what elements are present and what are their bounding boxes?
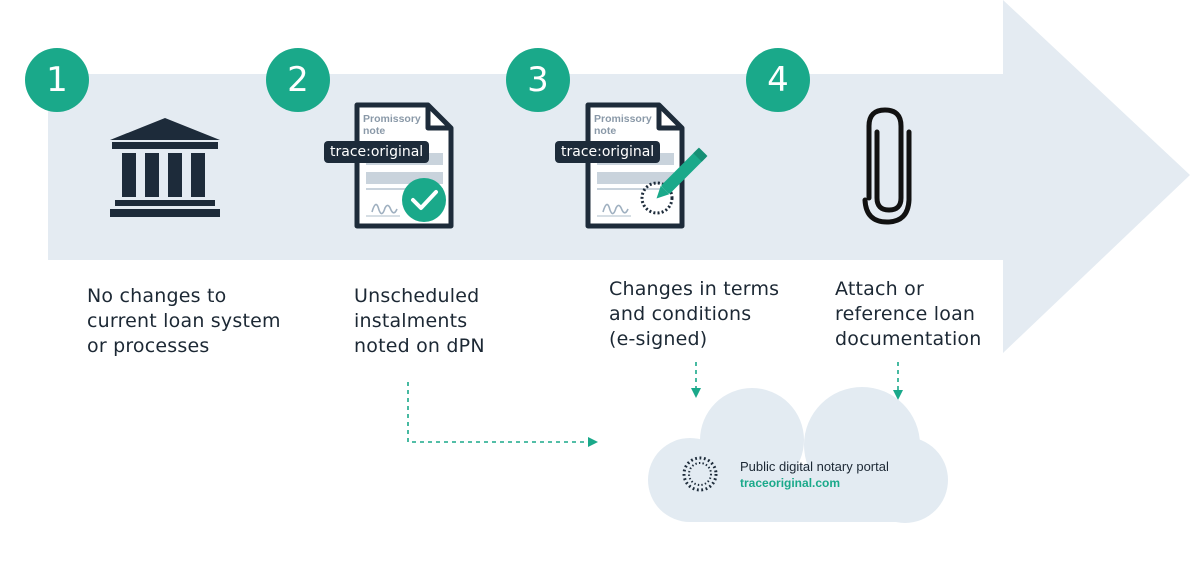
trace-original-tag-step3: trace:original	[555, 141, 661, 163]
step-2-number: 2	[266, 48, 330, 112]
step-4-number: 4	[746, 48, 810, 112]
binary-ring-icon	[682, 456, 718, 492]
step-1-number: 1	[25, 48, 89, 112]
bank-icon	[110, 118, 220, 217]
step-3-number: 3	[506, 48, 570, 112]
connector-step3-arrowhead	[691, 388, 701, 398]
connector-step4-arrowhead	[893, 390, 903, 400]
paperclip-icon	[862, 107, 912, 225]
connector-step2	[407, 382, 590, 443]
portal-url-link[interactable]: traceoriginal.com	[740, 476, 841, 490]
cloud-shape	[648, 387, 948, 523]
connector-step2-arrowhead	[588, 437, 598, 447]
check-badge	[402, 178, 446, 222]
portal-name: Public digital notary portal	[740, 459, 889, 474]
trace-original-tag-step2: trace:original	[324, 141, 430, 163]
